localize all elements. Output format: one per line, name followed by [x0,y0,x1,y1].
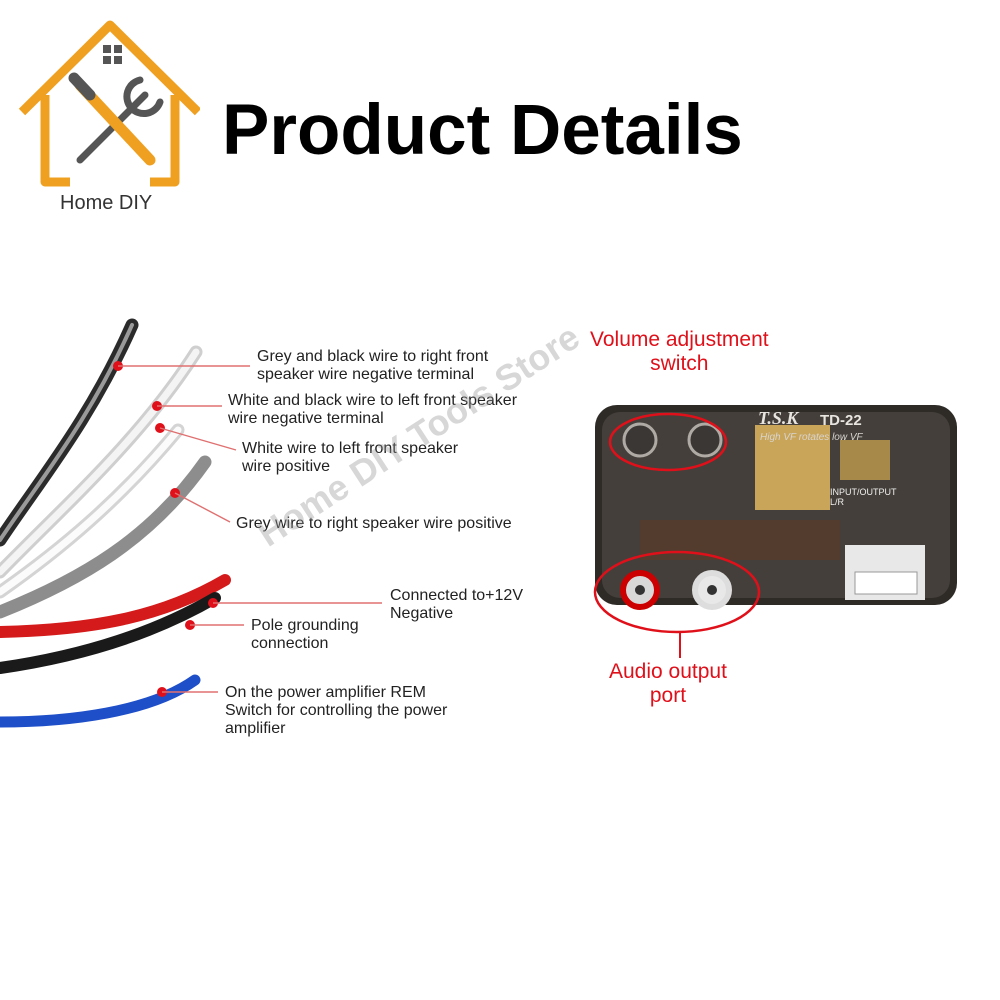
device-subtitle-text: High VF rotates low VF [760,432,863,443]
callout-blue-wire: On the power amplifier REM Switch for co… [225,684,448,737]
audio-output-label: Audio output port [609,660,727,707]
crossover-device-illustration [593,405,957,658]
home-diy-logo [18,20,200,187]
brand-label: Home DIY [60,192,153,214]
device-model-text: TD-22 [820,412,862,429]
volume-switch-label: Volume adjustment switch [590,328,769,375]
callout-white-wire: White wire to left front speaker wire po… [242,440,459,475]
red-wire [0,574,231,638]
blue-wire [0,674,201,728]
device-port-label: INPUT/OUTPUT L/R [830,487,897,507]
callout-grey-wire: Grey wire to right speaker wire positive [236,515,512,532]
page-title: Product Details [222,91,743,170]
volume-knob-left-icon [622,422,658,458]
device-brand-text: T.S.K [758,408,799,428]
callout-black-wire: Pole grounding connection [251,617,359,652]
screwdriver-icon [68,72,156,166]
house-icon [18,20,200,187]
callout-grey-black-wire: Grey and black wire to right front speak… [257,348,489,383]
grey-wire [0,455,212,619]
callout-red-wire: Connected to+12V Negative [390,587,523,622]
black-wire [0,592,221,674]
window-icon [103,45,122,64]
volume-knob-right-icon [687,422,723,458]
callout-white-black-wire: White and black wire to left front speak… [228,392,518,427]
